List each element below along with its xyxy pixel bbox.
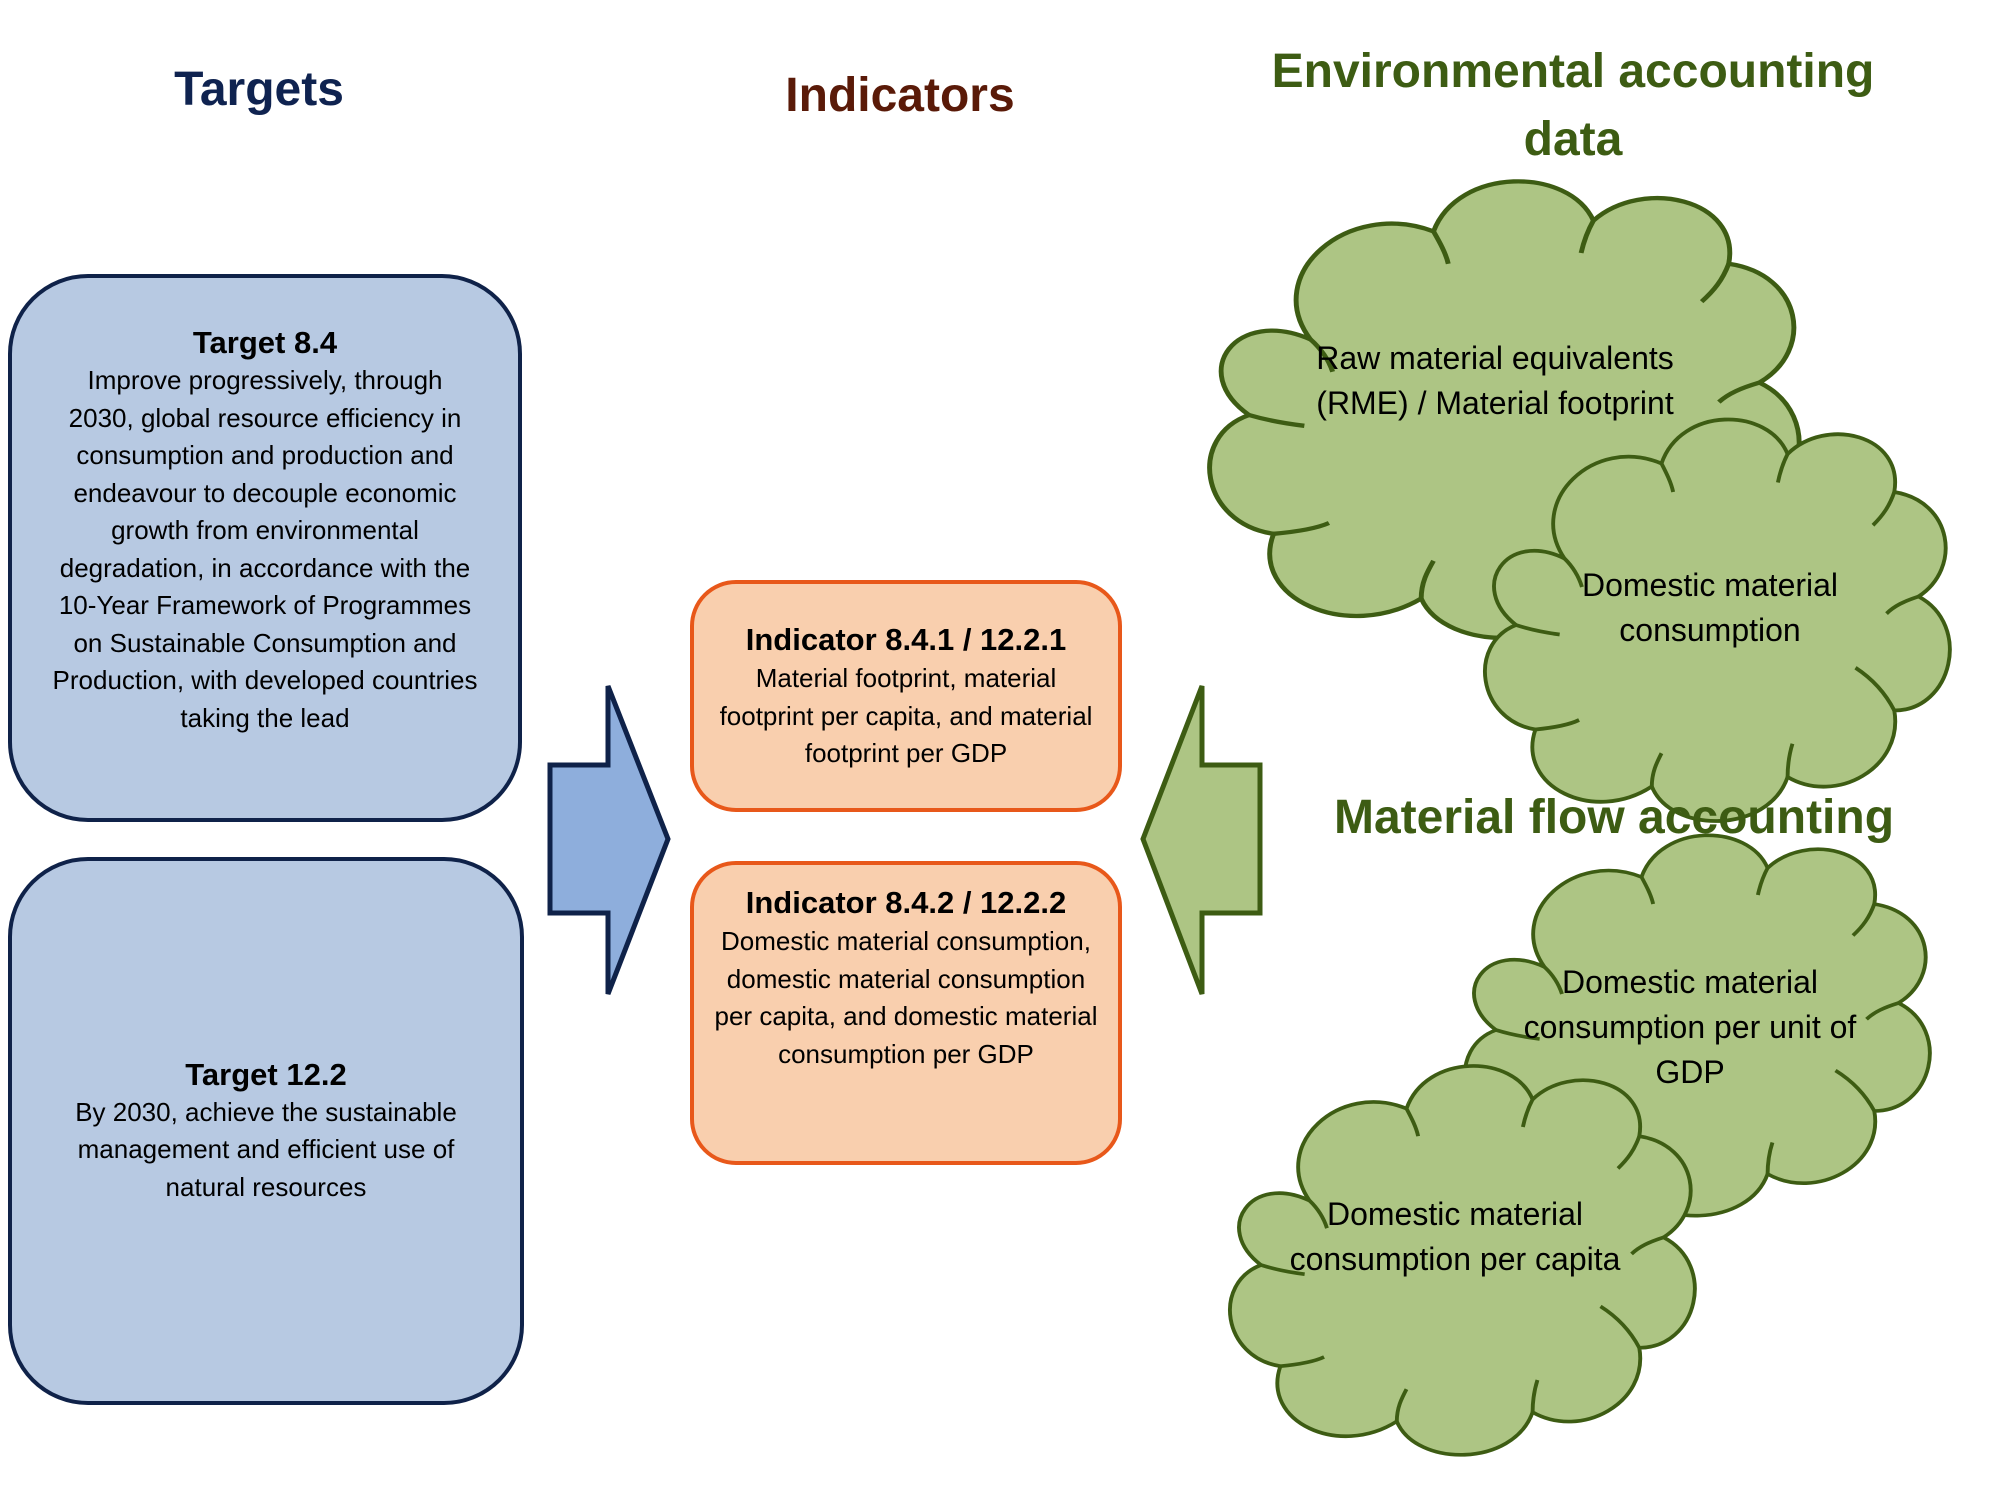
indicators-column-heading: Indicators — [785, 69, 1015, 122]
target-description: Improve progressively, through 2030, glo… — [52, 365, 478, 733]
target-12-2-box: Target 12.2 By 2030, achieve the sustain… — [8, 857, 524, 1405]
right-arrow-icon — [547, 685, 671, 995]
indicator-8-4-2-box: Indicator 8.4.2 / 12.2.2 Domestic materi… — [690, 861, 1122, 1165]
cloud-dmc-capita-text: Domestic material consumption per capita — [1289, 1196, 1621, 1277]
target-8-4-box: Target 8.4 Improve progressively, throug… — [8, 274, 522, 822]
target-description: By 2030, achieve the sustainable managem… — [75, 1096, 457, 1202]
indicator-title: Indicator 8.4.2 / 12.2.2 — [745, 885, 1067, 920]
environmental-accounting-heading: Environmental accounting data — [1271, 45, 1875, 166]
indicator-description: Material footprint, material footprint p… — [719, 663, 1093, 768]
target-title: Target 12.2 — [185, 1056, 347, 1092]
cloud-dmc-gdp-text: Domestic material consumption per unit o… — [1523, 964, 1857, 1090]
material-flow-accounting-label: Material flow accounting — [1333, 791, 1895, 844]
indicator-title: Indicator 8.4.1 / 12.2.1 — [745, 622, 1067, 657]
targets-column-heading: Targets — [174, 63, 344, 116]
cloud-dmc-text: Domestic material consumption — [1581, 567, 1839, 648]
indicator-8-4-1-box: Indicator 8.4.1 / 12.2.1 Material footpr… — [690, 580, 1122, 812]
target-title: Target 8.4 — [192, 325, 338, 360]
cloud-rme-text: Raw material equivalents (RME) / Materia… — [1316, 340, 1674, 421]
indicator-description: Domestic material consumption, domestic … — [714, 926, 1098, 1069]
left-arrow-icon — [1140, 685, 1263, 995]
